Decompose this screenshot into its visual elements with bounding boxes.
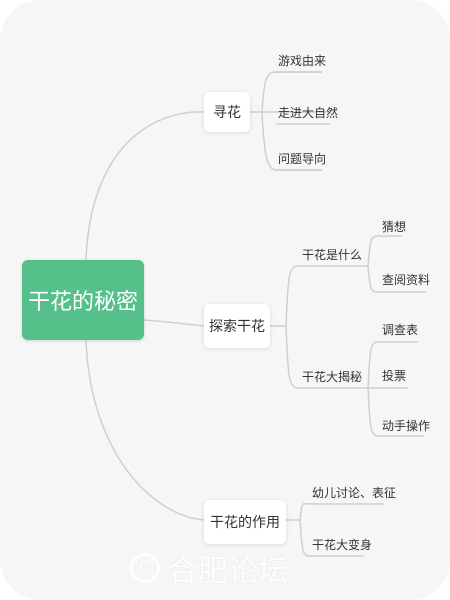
leaf-diaochabiao[interactable]: 调查表 — [382, 322, 419, 337]
link-b1-c3 — [261, 111, 322, 171]
leaf-dongshou-caozuo[interactable]: 动手操作 — [382, 418, 431, 433]
watermark: C 合肥论坛 — [130, 548, 370, 589]
link-b2-c1 — [270, 265, 352, 327]
branch-ganhua-zuoyong[interactable]: 干花的作用 — [204, 500, 286, 544]
sub-ganhua-dajiemi[interactable]: 干花大揭秘 — [302, 369, 363, 384]
leaf-toupiao[interactable]: 投票 — [382, 368, 407, 383]
link-b3-c1 — [286, 502, 384, 521]
leaf-zoujin-daziran[interactable]: 走进大自然 — [278, 105, 339, 120]
link-root-branch-1 — [85, 111, 205, 261]
leaf-wenti-daoxiang[interactable]: 问题导向 — [278, 151, 327, 166]
mindmap-root[interactable]: 干花的秘密 — [22, 260, 144, 340]
link-b2-c2 — [285, 325, 352, 389]
link-b2c1-g2 — [367, 265, 426, 293]
leaf-youer-taolun[interactable]: 幼儿讨论、表征 — [312, 485, 397, 500]
link-b2c2-g3 — [367, 387, 424, 437]
leaf-youxi-youlai[interactable]: 游戏由来 — [278, 53, 327, 68]
leaf-chayue-ziliao[interactable]: 查阅资料 — [382, 272, 431, 287]
branch-xunhua[interactable]: 寻花 — [204, 92, 250, 132]
link-b2c1-g1 — [352, 235, 402, 267]
watermark-text: 合肥论坛 — [168, 554, 288, 589]
copyright-icon: C — [130, 553, 160, 583]
leaf-caixiang[interactable]: 猜想 — [382, 219, 407, 234]
leaf-ganhua-dabianshen[interactable]: 干花大变身 — [312, 537, 373, 552]
link-root-branch-3 — [85, 339, 205, 521]
sub-ganhua-shishenme[interactable]: 干花是什么 — [302, 247, 363, 262]
link-root-branch-2 — [143, 319, 205, 327]
link-b3-c2 — [299, 519, 364, 557]
branch-tansuo-ganhua[interactable]: 探索干花 — [204, 304, 270, 348]
